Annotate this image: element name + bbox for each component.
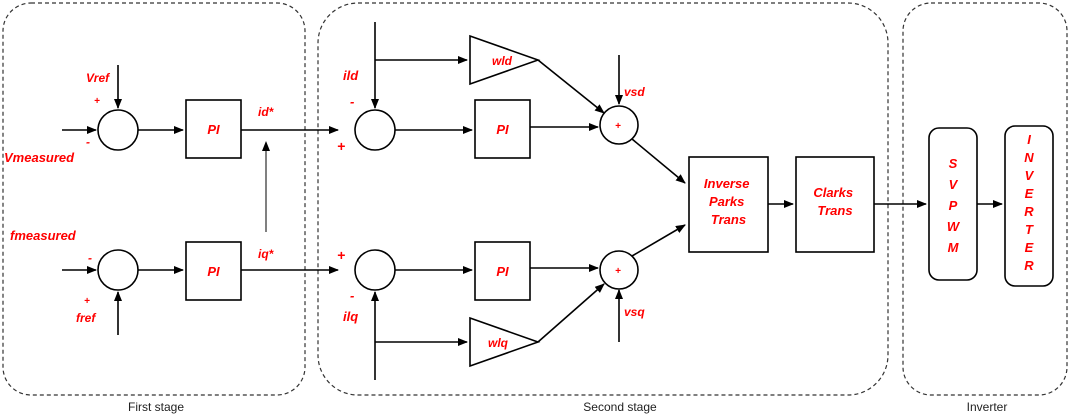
ilq-minus-sign: - <box>350 288 354 303</box>
inverter-letter: T <box>1025 222 1034 237</box>
inverter-letter: R <box>1024 258 1034 273</box>
pi-iq-label: PI <box>496 264 509 279</box>
inverter-letter: I <box>1027 132 1031 147</box>
svpwm-letter: P <box>949 198 958 213</box>
wld-label: wld <box>492 54 513 68</box>
fmeasured-minus-sign: - <box>88 251 92 265</box>
vmeasured-minus-sign: - <box>86 135 90 149</box>
pi-block-voltage <box>185 99 242 159</box>
wlq-output-wire <box>537 283 605 343</box>
inverter-stage-label: Inverter <box>967 400 1008 414</box>
pi-voltage-label: PI <box>207 122 220 137</box>
id-sum-junction <box>354 109 396 151</box>
svpwm-letter: V <box>949 177 959 192</box>
wld-gain-block <box>469 34 541 86</box>
vref-label: Vref <box>86 71 110 85</box>
clarks-label: Clarks Trans <box>813 185 856 218</box>
inverse-parks-line-3: Trans <box>711 212 746 227</box>
fref-plus-sign: + <box>84 296 90 307</box>
inverter-letter: E <box>1025 186 1034 201</box>
vq-sum-plus-sign: + <box>615 266 621 277</box>
id-plus-sign: + <box>337 138 345 154</box>
wlq-gain-block <box>469 316 541 368</box>
inverse-parks-label: Inverse Parks Trans <box>704 176 753 227</box>
vsd-label: vsd <box>624 85 645 99</box>
inverse-parks-line-1: Inverse <box>704 176 750 191</box>
inverter-letter: N <box>1024 150 1034 165</box>
vref-plus-sign: + <box>94 96 100 107</box>
inverter-letter: E <box>1025 240 1034 255</box>
fref-label: fref <box>76 311 96 325</box>
inverse-parks-line-2: Parks <box>709 194 744 209</box>
svpwm-letter: W <box>947 219 961 234</box>
ilq-label: ilq <box>343 309 358 324</box>
vq-to-inverse-parks-wire <box>631 224 686 257</box>
iq-star-label: iq* <box>258 247 275 261</box>
inverse-parks-block <box>688 156 769 253</box>
pi-block-iq <box>474 241 531 301</box>
vd-sum-junction <box>599 105 639 145</box>
id-star-label: id* <box>258 105 275 119</box>
iq-plus-sign: + <box>337 247 345 263</box>
inverter-letter: R <box>1024 204 1034 219</box>
second-stage-label: Second stage <box>583 400 657 414</box>
pi-block-id <box>474 99 531 159</box>
clarks-line-2: Trans <box>817 203 852 218</box>
second-stage-container <box>317 2 889 396</box>
frequency-sum-junction <box>97 249 139 291</box>
vsq-label: vsq <box>624 305 645 319</box>
pi-id-label: PI <box>496 122 509 137</box>
pi-block-frequency <box>185 241 242 301</box>
vd-to-inverse-parks-wire <box>631 138 686 184</box>
first-stage-label: First stage <box>128 400 184 414</box>
ild-minus-sign: - <box>350 94 354 109</box>
vmeasured-label: Vmeasured <box>4 150 75 165</box>
clarks-line-1: Clarks <box>813 185 853 200</box>
iq-sum-junction <box>354 249 396 291</box>
svpwm-letter: S <box>949 156 958 171</box>
inverter-block <box>1004 125 1054 287</box>
wlq-label: wlq <box>488 336 509 350</box>
wld-output-wire <box>537 59 605 114</box>
ild-label: ild <box>343 68 359 83</box>
vd-sum-plus-sign: + <box>615 121 621 132</box>
svpwm-letter: M <box>948 240 960 255</box>
first-stage-container <box>2 2 306 396</box>
fmeasured-label: fmeasured <box>10 228 77 243</box>
pi-frequency-label: PI <box>207 264 220 279</box>
voltage-sum-junction <box>97 109 139 151</box>
inverter-letter: V <box>1025 168 1035 183</box>
vq-sum-junction <box>599 250 639 290</box>
